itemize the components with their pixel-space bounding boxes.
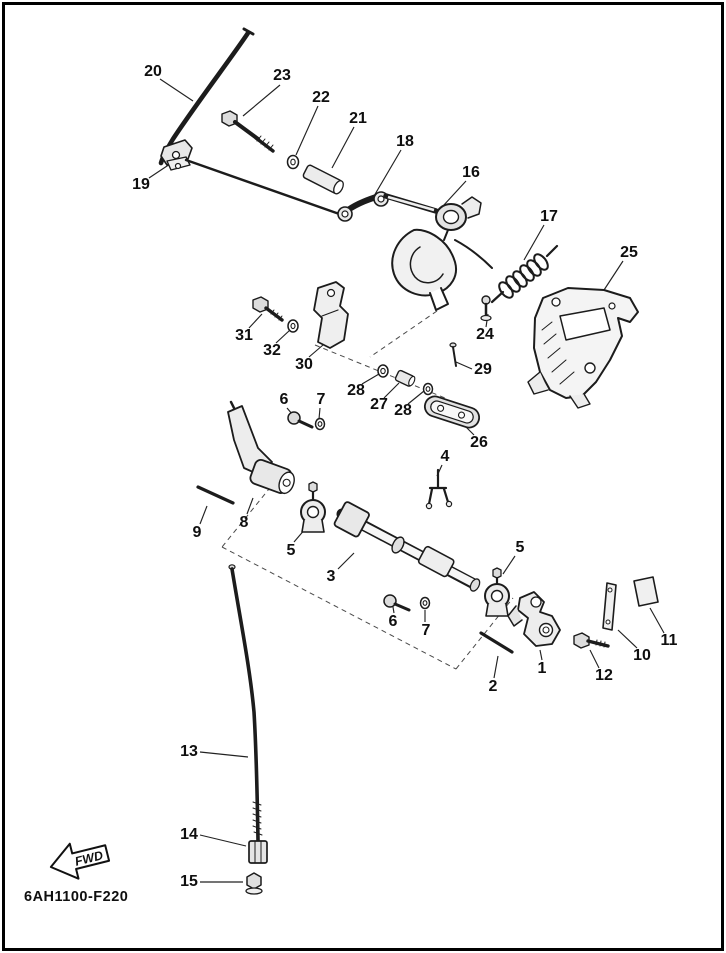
part-number-label: 5 <box>515 539 525 556</box>
part-12-bolt <box>573 632 610 649</box>
leader-lines <box>148 78 665 883</box>
part-6-ball-screw-lower <box>383 594 411 612</box>
part-11-plate <box>633 576 659 607</box>
part-number-label: 17 <box>540 208 558 225</box>
part-number-label: 23 <box>273 67 291 84</box>
part-19-bracket <box>160 139 347 218</box>
part-number-label: 26 <box>470 434 488 451</box>
part-number-label: 3 <box>326 568 336 585</box>
part-number-label: 2 <box>488 678 498 695</box>
part-28-washer-a <box>377 364 389 378</box>
part-18-link <box>337 191 389 222</box>
part-2-pin <box>479 631 514 654</box>
part-number-label: 20 <box>144 63 162 80</box>
part-number-label: 9 <box>192 524 202 541</box>
part-5-clamp-upper <box>300 481 326 533</box>
part-4-clip <box>425 468 453 510</box>
part-number-label: 22 <box>312 89 330 106</box>
part-number-label: 16 <box>462 164 480 181</box>
fwd-label: FWD <box>73 848 104 868</box>
part-27-spacer <box>394 369 416 387</box>
part-number-label: 13 <box>180 743 198 760</box>
part-5-clamp-lower <box>484 567 510 617</box>
part-13-rod <box>228 564 260 842</box>
part-17-spring <box>490 244 559 304</box>
part-number-label: 28 <box>394 402 412 419</box>
part-29-screw <box>449 342 457 367</box>
part-number-label: 4 <box>440 448 450 465</box>
part-number-label: 15 <box>180 873 198 890</box>
part-number-label: 6 <box>279 391 289 408</box>
part-23-bolt <box>221 110 275 153</box>
part-14-coupler <box>248 801 268 864</box>
part-number-label: 18 <box>396 133 414 150</box>
part-22-washer <box>286 154 300 170</box>
part-15-nut <box>245 872 263 895</box>
part-number-label: 30 <box>295 356 313 373</box>
part-16-cam-assembly <box>383 193 493 311</box>
part-7-washer-lower <box>419 596 431 610</box>
part-number-label: 11 <box>660 632 678 649</box>
part-number-label: 12 <box>595 667 613 684</box>
part-31-bolt <box>252 296 284 322</box>
part-7-washer-upper <box>314 417 326 431</box>
part-number-label: 14 <box>180 826 198 843</box>
part-number-label: 8 <box>239 514 249 531</box>
part-26-damper <box>423 395 481 429</box>
part-number-label: 7 <box>316 391 326 408</box>
part-number-label: 25 <box>620 244 638 261</box>
diagram-code: 6AH1100-F220 <box>24 889 129 905</box>
part-number-label: 32 <box>263 342 281 359</box>
part-28-washer-b <box>422 382 434 396</box>
part-30-bracket <box>313 281 349 349</box>
part-9-pin <box>196 485 235 505</box>
part-number-label: 29 <box>474 361 492 378</box>
part-number-label: 24 <box>476 326 494 343</box>
part-number-label: 19 <box>132 176 150 193</box>
fwd-arrow: FWD <box>49 842 111 880</box>
part-6-ball-screw-upper <box>287 411 314 429</box>
part-number-label: 27 <box>370 396 388 413</box>
part-8-lever <box>227 400 295 495</box>
part-number-label: 6 <box>388 613 398 630</box>
part-number-label: 28 <box>347 382 365 399</box>
part-number-label: 5 <box>286 542 296 559</box>
part-3-shaft <box>333 501 481 592</box>
part-number-label: 1 <box>537 660 547 677</box>
part-number-label: 7 <box>421 622 431 639</box>
part-10-strip <box>602 582 617 631</box>
part-21-collar <box>302 164 344 195</box>
part-24-screw <box>480 295 492 322</box>
part-number-label: 31 <box>235 327 253 344</box>
part-1-lever <box>507 591 561 647</box>
part-number-label: 10 <box>633 647 651 664</box>
part-32-washer <box>287 319 299 333</box>
part-number-label: 21 <box>349 110 367 127</box>
part-25-bracket-plate <box>527 287 639 409</box>
